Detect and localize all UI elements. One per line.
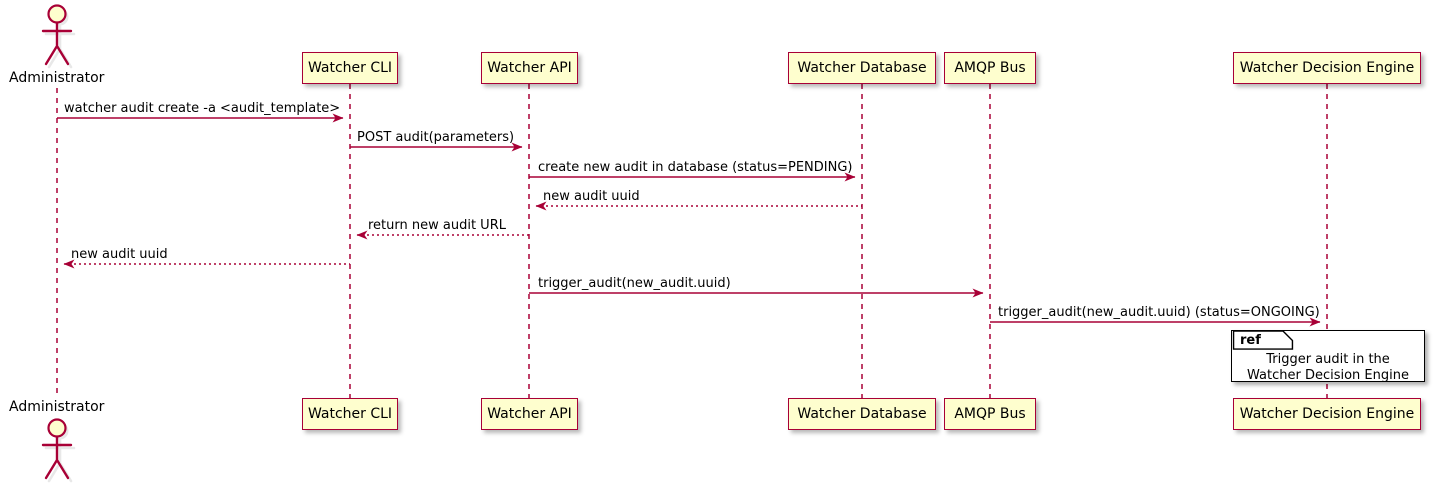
- message-label-msg-4: new audit uuid: [543, 189, 640, 204]
- actor-administrator-bottom: [41, 418, 76, 483]
- message-label-msg-7: trigger_audit(new_audit.uuid): [538, 276, 731, 291]
- actor-label-administrator-top: Administrator: [9, 70, 105, 86]
- participant-box-amqp-bus-bottom[interactable]: AMQP Bus: [944, 398, 1036, 430]
- ref-tab-shape: [1232, 331, 1294, 350]
- actor-head-icon: [47, 418, 67, 438]
- participant-label: Watcher Database: [797, 60, 927, 76]
- actor-head-icon: [47, 4, 67, 24]
- participant-box-watcher-api-top[interactable]: Watcher API: [481, 52, 578, 84]
- lifelines: [56, 84, 1328, 398]
- actor-label-administrator-bottom: Administrator: [9, 399, 105, 415]
- message-label-msg-8: trigger_audit(new_audit.uuid) (status=ON…: [998, 305, 1320, 320]
- participant-label: AMQP Bus: [954, 406, 1026, 422]
- participant-box-amqp-bus-top[interactable]: AMQP Bus: [944, 52, 1036, 84]
- participant-box-watcher-decision-engine-top[interactable]: Watcher Decision Engine: [1233, 52, 1421, 84]
- ref-body-line-2: Watcher Decision Engine: [1247, 368, 1409, 383]
- participant-box-watcher-cli-bottom[interactable]: Watcher CLI: [302, 398, 398, 430]
- ref-keyword-label: ref: [1240, 333, 1261, 348]
- participant-box-watcher-database-top[interactable]: Watcher Database: [788, 52, 936, 84]
- participant-label: Watcher CLI: [307, 406, 393, 422]
- message-label-msg-1: watcher audit create -a <audit_template>: [64, 101, 341, 116]
- message-arrows: [57, 113, 1321, 327]
- message-label-msg-2: POST audit(parameters): [357, 130, 515, 145]
- actor-body-icon: [41, 435, 73, 480]
- participant-box-watcher-cli-top[interactable]: Watcher CLI: [302, 52, 398, 84]
- actor-administrator-top: [41, 4, 76, 69]
- ref-body-text: Trigger audit in the Watcher Decision En…: [1232, 352, 1424, 384]
- participant-label: Watcher Database: [797, 406, 927, 422]
- message-label-msg-3: create new audit in database (status=PEN…: [538, 160, 853, 175]
- participant-label: Watcher API: [487, 60, 572, 76]
- participant-box-watcher-api-bottom[interactable]: Watcher API: [481, 398, 578, 430]
- actor-body-icon: [41, 21, 73, 66]
- ref-body-line-1: Trigger audit in the: [1266, 352, 1390, 367]
- participant-label: AMQP Bus: [954, 60, 1026, 76]
- participant-box-watcher-database-bottom[interactable]: Watcher Database: [788, 398, 936, 430]
- message-label-msg-5: return new audit URL: [368, 218, 506, 233]
- ref-fragment: ref Trigger audit in the Watcher Decisio…: [1231, 330, 1425, 384]
- participant-box-watcher-decision-engine-bottom[interactable]: Watcher Decision Engine: [1233, 398, 1421, 430]
- participant-label: Watcher CLI: [307, 60, 393, 76]
- participant-label: Watcher Decision Engine: [1239, 60, 1415, 76]
- participant-label: Watcher API: [487, 406, 572, 422]
- message-label-msg-6: new audit uuid: [71, 247, 168, 262]
- participant-label: Watcher Decision Engine: [1239, 406, 1415, 422]
